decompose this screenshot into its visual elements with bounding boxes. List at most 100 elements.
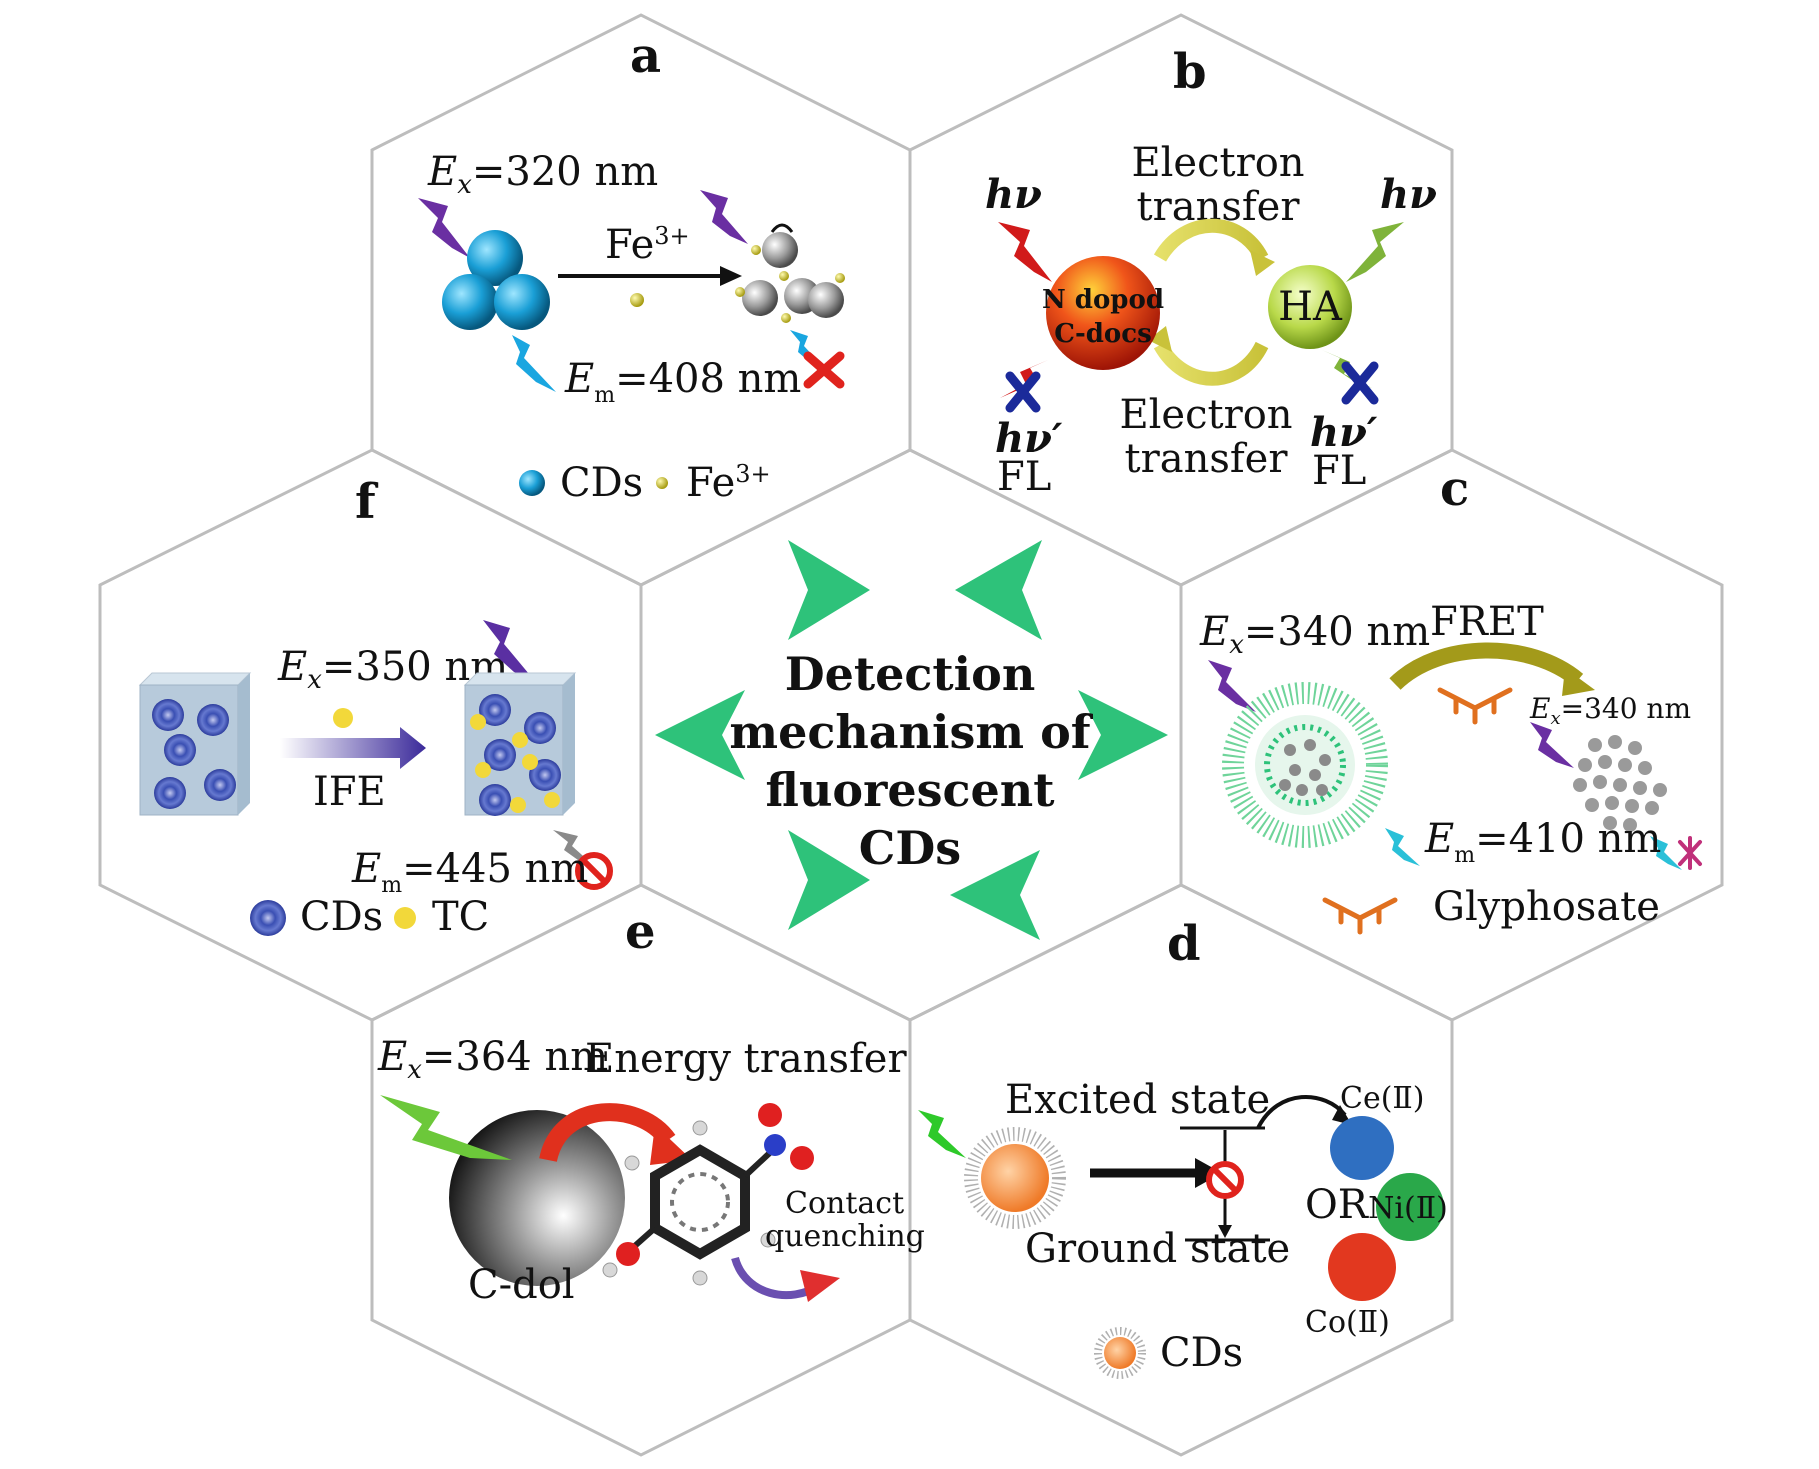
panel-a-fe-dot-c — [779, 271, 789, 281]
panel-e-contact-2: quenching — [765, 1219, 925, 1254]
panel-f-cuvette-left — [138, 672, 252, 816]
panel-d: d Excited state Ground state Ce(Ⅱ) OR Ni… — [918, 916, 1448, 1379]
panel-b-red-emission-icon — [1000, 360, 1048, 398]
panel-b: b hν hν Electron transfer N dopod C-docs… — [985, 44, 1437, 500]
center-line-4: CDs — [859, 821, 961, 875]
panel-d-co: Co(Ⅱ) — [1305, 1305, 1390, 1340]
panel-c-purple-lightning-2-icon — [1530, 722, 1574, 768]
panel-b-et-arc-bottom-head — [1148, 326, 1172, 352]
center-line-2: mechanism of — [729, 705, 1093, 759]
panel-f-cuvette-right — [463, 672, 577, 816]
panel-f-ife: IFE — [313, 769, 386, 815]
panel-a-quenched-cd-4 — [808, 282, 844, 318]
panel-c-fret-arc-head — [1562, 668, 1595, 696]
panel-a-fe-dot-d — [835, 273, 845, 283]
panel-a-legend-cd-icon — [519, 470, 545, 496]
panel-e-quench-arc-head — [800, 1270, 840, 1302]
panel-b-blocked-left-icon — [1005, 371, 1041, 413]
panel-f-em-label: Em=445 nm — [351, 846, 588, 898]
panel-b-fl-left: FL — [997, 454, 1051, 500]
panel-d-ground: Ground state — [1025, 1226, 1290, 1272]
panel-c-free-cds-cluster — [1573, 735, 1667, 832]
panel-e: e Ex=364 nm Energy transfer Contact quen… — [377, 904, 925, 1308]
panel-b-fl-right: FL — [1312, 448, 1366, 494]
panel-b-red-lightning-icon — [998, 222, 1052, 282]
panel-f-legend-cd-icon — [250, 900, 286, 936]
panel-c-ex2-label: Ex=340 nm — [1529, 692, 1691, 729]
panel-a-arrow-head — [720, 266, 742, 286]
panel-b-et-arc-top — [1153, 218, 1269, 262]
panel-a: a Ex=320 nm Fe3+ Em=408 nm CDs Fe3+ — [418, 28, 845, 506]
panel-a-blue-lightning-2-icon — [790, 330, 826, 370]
panel-d-ce-ion — [1330, 1116, 1394, 1180]
panel-b-hvp-left: hν′ — [995, 415, 1063, 462]
panel-e-nitrophenol-molecule-icon — [602, 1103, 814, 1286]
green-arrow-left — [655, 690, 745, 780]
panel-c-fret: FRET — [1430, 599, 1544, 645]
panel-a-purple-lightning-icon — [418, 198, 470, 258]
panel-c-fret-arc — [1389, 642, 1584, 690]
panel-a-cd-sphere-1 — [467, 230, 523, 286]
panel-f-legend-tc-icon — [394, 907, 416, 929]
panel-f-tc-dot — [333, 708, 353, 728]
panel-e-energy: Energy transfer — [585, 1036, 907, 1082]
panel-a-blue-lightning-icon — [512, 335, 556, 392]
panel-d-or: OR — [1305, 1182, 1370, 1228]
hex-d — [908, 883, 1454, 1457]
panel-a-legend-2: Fe3+ — [686, 460, 771, 506]
panel-d-ni: Ni(Ⅱ) — [1368, 1191, 1448, 1226]
center-line-1: Detection — [785, 647, 1036, 701]
panel-b-et-top-1: Electron — [1131, 140, 1304, 186]
panel-c-letter: c — [1440, 461, 1469, 517]
panel-b-ha-sphere — [1268, 265, 1352, 349]
hex-b — [908, 13, 1454, 587]
panel-b-hv-left: hν — [985, 171, 1042, 218]
panel-d-legend: CDs — [1160, 1330, 1243, 1376]
panel-f-letter: f — [355, 474, 379, 530]
panel-a-letter: a — [630, 28, 661, 84]
panel-a-em-label: Em=408 nm — [564, 356, 801, 408]
panel-e-contact-1: Contact — [785, 1186, 904, 1221]
panel-d-ce: Ce(Ⅱ) — [1340, 1081, 1425, 1116]
green-arrow-top-left — [788, 540, 870, 640]
panel-d-excited: Excited state — [1005, 1077, 1270, 1123]
panel-c-cyan-lightning-icon — [1385, 828, 1420, 866]
panel-f: f Ex=350 nm IFE — [138, 474, 613, 940]
panel-c-cd-glyphosate-complex — [1222, 682, 1388, 848]
panel-d-green-lightning-icon — [918, 1110, 966, 1158]
panel-d-ni-ion — [1376, 1173, 1444, 1241]
panel-d-transition-head — [1218, 1225, 1232, 1238]
panel-b-letter: b — [1173, 44, 1207, 100]
panel-c-quench-star-icon — [1678, 836, 1702, 870]
panel-a-legend-1: CDs — [560, 460, 643, 506]
panel-c-glyphosate-molecule-icon — [1437, 687, 1513, 725]
panel-d-cd-sphere — [964, 1127, 1066, 1229]
hex-e — [370, 883, 912, 1457]
panel-a-fe-dot-b — [735, 287, 745, 297]
panel-f-forbidden-icon — [575, 852, 613, 890]
center-panel: Detection mechanism of fluorescent CDs — [655, 540, 1168, 940]
green-arrow-top-right — [955, 540, 1042, 640]
panel-b-et-bot-1: Electron — [1119, 392, 1292, 438]
panel-c-purple-lightning-icon — [1208, 660, 1256, 712]
panel-b-blocked-right-icon — [1341, 361, 1379, 405]
panel-a-quenched-cd-1 — [762, 232, 798, 268]
panel-a-fe-dot-a — [751, 245, 761, 255]
panel-f-purple-lightning-icon — [483, 620, 534, 680]
panel-d-transfer-arc — [1256, 1095, 1347, 1129]
panel-e-green-lightning-icon — [380, 1095, 512, 1160]
green-arrow-bottom-left — [788, 830, 870, 930]
panel-e-ex-label: Ex=364 nm — [377, 1034, 608, 1085]
hex-c — [1179, 448, 1724, 1022]
panel-b-sphere-2: HA — [1278, 284, 1343, 330]
panel-b-hv-right: hν — [1380, 171, 1437, 218]
panel-a-hook — [770, 223, 794, 233]
panel-c-legend: Glyphosate — [1433, 884, 1660, 930]
panel-d-co-ion — [1328, 1233, 1396, 1301]
panel-c-cyan-lightning-2-icon — [1650, 836, 1682, 870]
panel-f-legend-1: CDs — [300, 894, 383, 940]
panel-e-letter: e — [625, 904, 656, 960]
panel-b-sphere-1b: C-docs — [1054, 319, 1151, 349]
